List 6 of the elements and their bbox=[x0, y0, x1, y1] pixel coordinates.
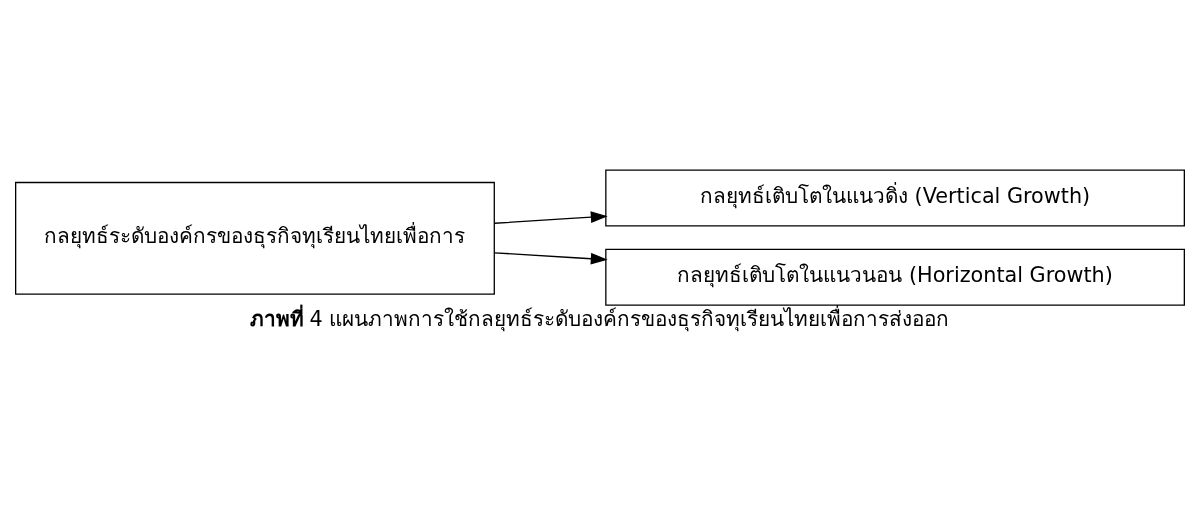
caption: ภาพที่ 4 แผนภาพการใช้กลยุทธ์ระดับองค์กรของธุรกิจทุเรียนไทยเพื่อการส่งออก bbox=[249, 306, 950, 331]
node-box: กลยุทธ์เติบโตในแนวนอน (Horizontal Growth) bbox=[605, 248, 1185, 306]
node-box: กลยุทธ์ระดับองค์กรของธุรกิจทุเรียนไทยเพื่อการ bbox=[15, 181, 495, 295]
node-box: กลยุทธ์เติบโตในแนวดิ่ง (Vertical Growth) bbox=[605, 169, 1185, 227]
arrow bbox=[493, 211, 608, 224]
arrow bbox=[493, 252, 608, 265]
